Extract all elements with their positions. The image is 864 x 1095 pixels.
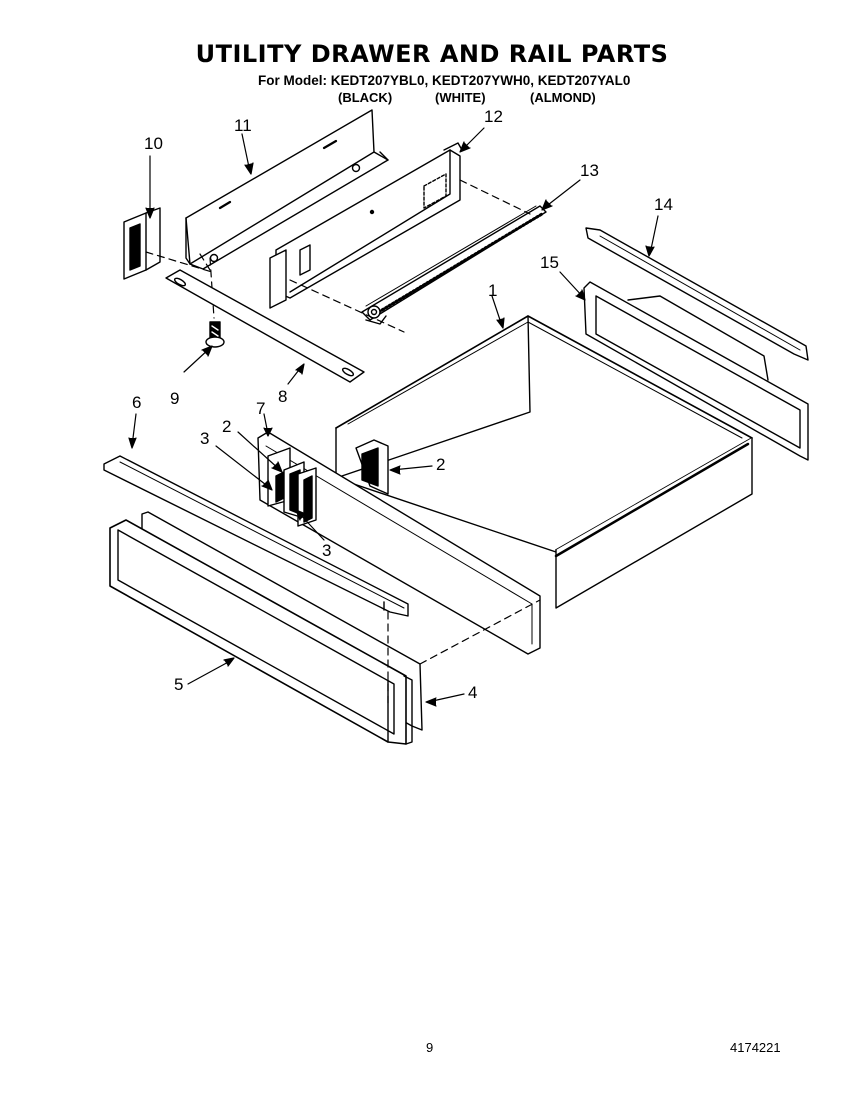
alignment-lines-lower	[199, 253, 541, 705]
part-15-drawer-panel	[583, 281, 809, 461]
part-13-slide-rail	[361, 205, 547, 325]
part-10-bracket	[123, 207, 161, 280]
part-11-rail-plate	[185, 109, 389, 270]
callout-3-left: 3	[200, 429, 209, 448]
color-label-black: (BLACK)	[338, 90, 393, 105]
callout-3-lower: 3	[322, 541, 331, 560]
page-title: UTILITY DRAWER AND RAIL PARTS	[195, 40, 669, 68]
callout-15: 15	[540, 253, 559, 272]
leader-lines	[128, 127, 659, 707]
part-9-screw	[205, 321, 225, 348]
part-2-hinge-bracket-right	[355, 439, 389, 495]
callout-14: 14	[654, 195, 673, 214]
callout-5: 5	[174, 675, 183, 694]
color-label-almond: (ALMOND)	[530, 90, 596, 105]
model-line: For Model: KEDT207YBL0, KEDT207YWH0, KED…	[258, 73, 631, 88]
callout-12: 12	[484, 107, 503, 126]
callout-6: 6	[132, 393, 141, 412]
callout-11: 11	[234, 116, 252, 135]
callout-2-right: 2	[436, 455, 445, 474]
part-1-drawer-tub	[335, 315, 753, 609]
callout-9: 9	[170, 389, 179, 408]
callout-1: 1	[488, 281, 497, 300]
part-6-top-trim	[103, 455, 409, 617]
color-label-white: (WHITE)	[435, 90, 486, 105]
callout-10: 10	[144, 134, 163, 153]
part-5-drawer-face	[109, 519, 413, 745]
callout-13: 13	[580, 161, 599, 180]
part-12-rail-channel	[269, 142, 463, 309]
document-number: 4174221	[730, 1040, 781, 1055]
part-8-rail-strip	[165, 269, 365, 383]
callout-7: 7	[256, 399, 265, 418]
callout-labels: 10 11 12 13 14 15 1 2 2 3 3 7 6 4 5 9 8	[132, 107, 673, 702]
callout-2-left: 2	[222, 417, 231, 436]
callout-4: 4	[468, 683, 477, 702]
part-14-trim-strip	[585, 227, 809, 361]
callout-8: 8	[278, 387, 287, 406]
page-number: 9	[426, 1040, 434, 1055]
